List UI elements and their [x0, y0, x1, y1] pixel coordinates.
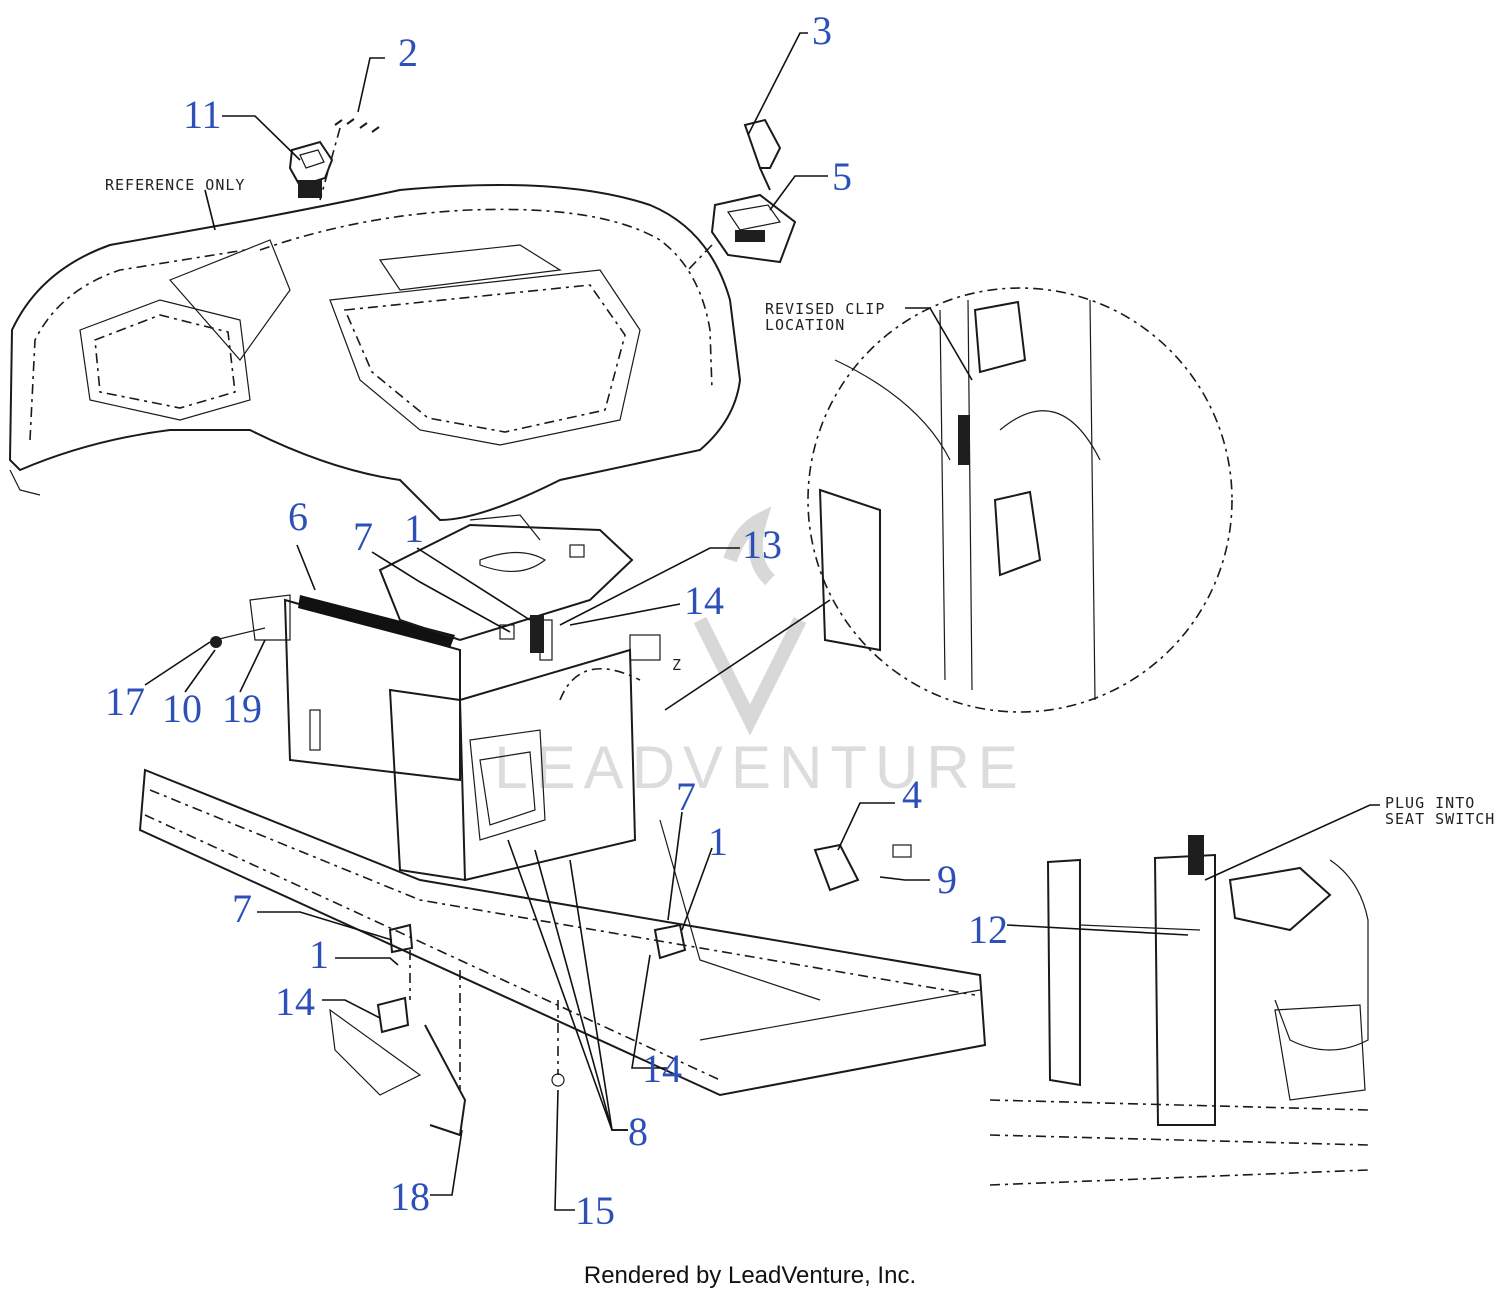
watermark-text: LEADVENTURE: [494, 734, 1025, 801]
callout-2: 2: [398, 30, 418, 75]
callout-6: 6: [288, 494, 308, 539]
callout-7-top: 7: [353, 514, 373, 559]
screws: [319, 118, 380, 201]
callout-17: 17: [105, 679, 145, 724]
leader-lines: [144, 32, 1380, 1211]
callout-9: 9: [937, 857, 957, 902]
detail-z: [664, 287, 1233, 713]
callout-13: 13: [742, 522, 782, 567]
callout-7-low: 7: [232, 886, 252, 931]
callout-14-right: 14: [642, 1046, 682, 1091]
callout-1-mid: 1: [708, 819, 728, 864]
callout-19: 19: [222, 686, 262, 731]
footer-credit: Rendered by LeadVenture, Inc.: [583, 1262, 917, 1289]
callout-1-top: 1: [404, 506, 424, 551]
fender-shroud: [8, 184, 742, 541]
key-switch: [288, 140, 334, 198]
callout-3: 3: [812, 8, 832, 53]
note-plug-into-line1: PLUG INTO: [1385, 794, 1475, 812]
ignition-key: [743, 118, 782, 191]
callout-7-mid: 7: [676, 774, 696, 819]
callout-8: 8: [628, 1109, 648, 1154]
inset-view: [989, 835, 1369, 1186]
callout-18: 18: [390, 1174, 430, 1219]
note-reference-only: REFERENCE ONLY: [105, 176, 245, 194]
control-tower: [388, 619, 661, 882]
note-revised-clip-line1: REVISED CLIP: [765, 300, 885, 318]
callout-1-low: 1: [309, 932, 329, 977]
callout-11: 11: [183, 92, 222, 137]
callout-14-top: 14: [684, 578, 724, 623]
note-detail-z: Z: [672, 656, 682, 674]
note-revised-clip-line2: LOCATION: [765, 316, 845, 334]
seat-switch-parts: [329, 615, 912, 1137]
callout-5: 5: [832, 154, 852, 199]
callout-14-left: 14: [275, 979, 315, 1024]
callouts: 2 11 3 5 6 7 1 13 14 17 10 19 7 1 4 9 12…: [105, 8, 1008, 1233]
watermark: LEADVENTURE: [494, 506, 1025, 801]
callout-4: 4: [902, 772, 922, 817]
ignition-module: [687, 193, 797, 271]
seat-pan: [378, 523, 634, 642]
notes: REFERENCE ONLY REVISED CLIP LOCATION PLU…: [105, 176, 1495, 828]
note-plug-into-line2: SEAT SWITCH: [1385, 810, 1495, 828]
radiator: [210, 594, 461, 782]
main-frame: [138, 768, 987, 1097]
callout-10: 10: [162, 686, 202, 731]
callout-15: 15: [575, 1188, 615, 1233]
callout-12: 12: [968, 907, 1008, 952]
diagram-canvas: LEADVENTURE: [8, 8, 1495, 1233]
